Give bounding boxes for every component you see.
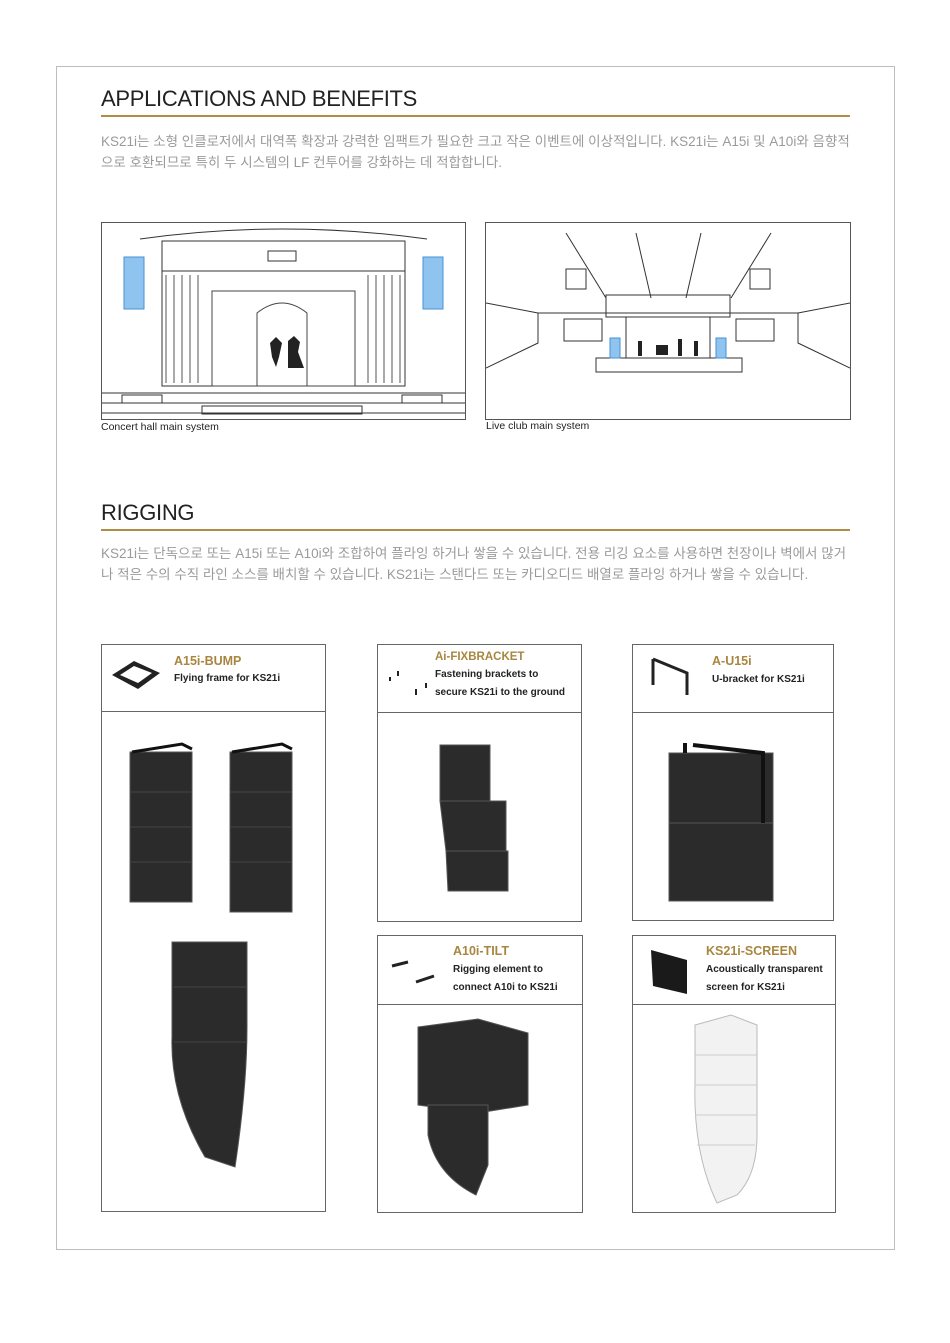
card-header: A-U15i U-bracket for KS21i [633,645,833,713]
product-description: Fastening brackets to [435,669,539,680]
rigging-body: KS21i는 단독으로 또는 A15i 또는 A10i와 조합하여 플라잉 하거… [101,546,847,582]
live-club-caption: Live club main system [486,420,590,432]
product-card-ai-fixbracket: Ai-FIXBRACKET Fastening brackets to secu… [377,644,582,922]
screen-icon [651,950,687,994]
live-club-illustration [485,222,851,420]
card-header: KS21i-SCREEN Acoustically transparent sc… [633,936,835,1005]
product-name: A10i-TILT [453,944,510,958]
applications-heading: APPLICATIONS AND BENEFITS [101,86,850,117]
stacked-speaker-image [439,744,509,892]
card-header: Ai-FIXBRACKET Fastening brackets to secu… [378,645,581,713]
speaker-array-images [129,742,293,1168]
product-description-line2: connect A10i to KS21i [453,982,558,993]
live-club-drawing [485,232,851,373]
page-frame [56,66,895,1250]
product-description: Flying frame for KS21i [174,673,281,684]
a10i-ks21i-combo-image [417,1018,529,1196]
card-header: A15i-BUMP Flying frame for KS21i [102,645,325,712]
fastening-brackets-icon [389,671,427,695]
speakers-with-u-bracket-image [668,743,774,902]
product-card-a15i-bump: A15i-BUMP Flying frame for KS21i [101,644,326,1212]
product-card-ks21i-screen: KS21i-SCREEN Acoustically transparent sc… [632,935,836,1213]
white-speaker-array-image [694,1014,758,1204]
product-description: Acoustically transparent [706,964,823,975]
card-header: A10i-TILT Rigging element to connect A10… [378,936,582,1005]
product-name: Ai-FIXBRACKET [435,651,525,663]
product-name: A15i-BUMP [174,654,242,668]
product-card-a10i-tilt: A10i-TILT Rigging element to connect A10… [377,935,583,1213]
u-bracket-icon [651,657,689,695]
product-name: KS21i-SCREEN [706,944,797,958]
concert-hall-drawing [102,228,465,415]
flying-frame-icon [112,661,160,689]
concert-hall-caption: Concert hall main system [101,421,219,433]
product-description-line2: screen for KS21i [706,982,785,993]
product-description-line2: secure KS21i to the ground [435,687,566,698]
product-description: Rigging element to [453,964,543,975]
rigging-element-icon [391,960,435,984]
product-name: A-U15i [712,654,752,668]
product-description: U-bracket for KS21i [712,674,805,685]
product-card-a-u15i: A-U15i U-bracket for KS21i [632,644,834,921]
applications-body: KS21i는 소형 인클로저에서 대역폭 확장과 강력한 임팩트가 필요한 크고… [101,134,850,170]
rigging-heading: RIGGING [101,500,850,531]
concert-hall-illustration [101,222,466,420]
